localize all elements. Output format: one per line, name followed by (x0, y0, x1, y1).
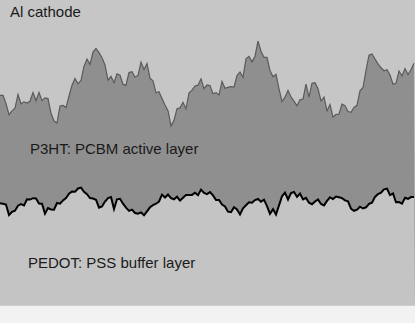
bottom-strip (0, 305, 415, 323)
active-layer-interface (0, 41, 414, 126)
cathode-band: Al cathode (10, 3, 81, 21)
layer-label: Al cathode (10, 3, 81, 21)
buffer-layer-fill (0, 188, 415, 305)
layer-label: P3HT: PCBM active layer (30, 140, 198, 158)
buffer-layer-interface (0, 188, 414, 216)
active-layer-band: P3HT: PCBM active layer (30, 140, 198, 158)
cathode-ground (0, 0, 415, 305)
active-layer-fill (0, 41, 415, 305)
layer-label: PEDOT: PSS buffer layer (28, 254, 195, 272)
buffer-layer-band: PEDOT: PSS buffer layer (28, 254, 195, 272)
